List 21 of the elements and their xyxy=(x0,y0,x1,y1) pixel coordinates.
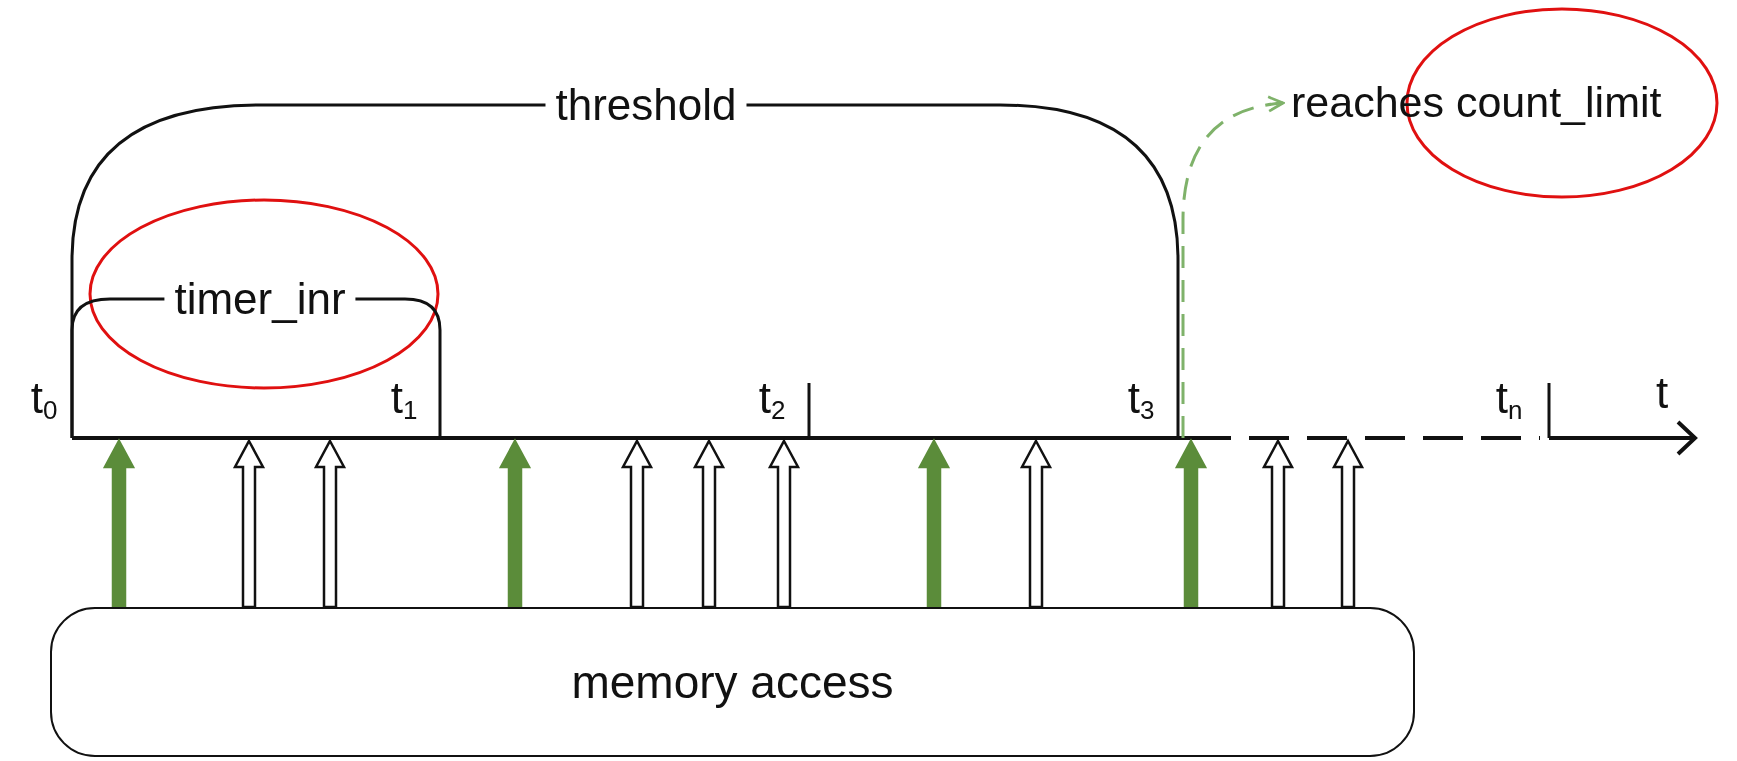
arrow xyxy=(1181,96,1285,438)
arrow xyxy=(767,438,801,609)
process-box xyxy=(50,607,1415,757)
arrow xyxy=(313,438,347,609)
time-label: t$_{3}$ xyxy=(1127,373,1155,425)
arrow xyxy=(1331,438,1365,609)
time-label: t$_{1}$ xyxy=(390,373,418,425)
node-label: memory access xyxy=(571,655,894,709)
axis-label: t xyxy=(1655,368,1669,418)
time-label: t$_{n}$ xyxy=(1495,373,1523,425)
time-label: t$_{2}$ xyxy=(758,373,786,425)
arrow xyxy=(102,438,136,609)
arrow xyxy=(1261,438,1295,609)
arrow xyxy=(232,438,266,609)
time-label: t$_{0}$ xyxy=(30,373,58,425)
arrow xyxy=(1019,438,1053,609)
arrow xyxy=(1174,438,1208,609)
arrow xyxy=(620,438,654,609)
arrow xyxy=(498,438,532,609)
arrow xyxy=(692,438,726,609)
arrow xyxy=(917,438,951,609)
